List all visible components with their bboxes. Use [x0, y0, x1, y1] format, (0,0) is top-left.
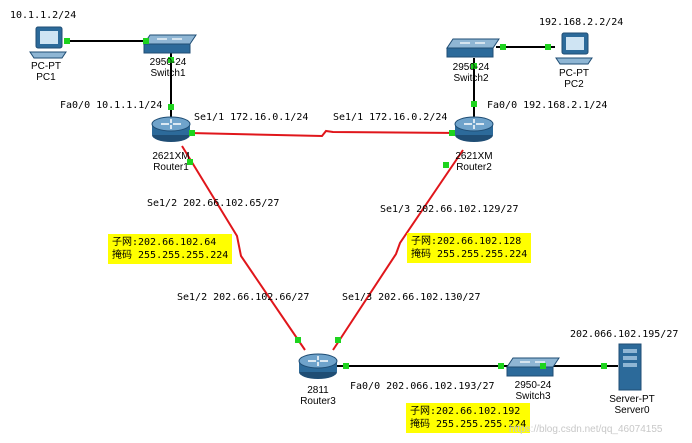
port-light — [449, 130, 455, 136]
port-light — [471, 101, 477, 107]
port-light — [168, 57, 174, 63]
router1-label: 2621XM Router1 — [145, 151, 197, 173]
router3-name: Router3 — [300, 396, 336, 407]
serial-router1-router3 — [181, 145, 306, 351]
switch3-name: Switch3 — [515, 391, 551, 402]
server0-type: Server-PT — [609, 394, 655, 405]
port-light — [168, 104, 174, 110]
port-light — [471, 63, 477, 69]
router1-se12-label: Se1/2 202.66.102.65/27 — [147, 198, 280, 209]
port-light — [443, 162, 449, 168]
router1-icon[interactable] — [151, 116, 191, 142]
subnet-note-2-subnet: 子网:202.66.102.128 — [411, 236, 522, 247]
switch1-label: 2950-24 Switch1 — [143, 57, 193, 79]
pc2-address-label: 192.168.2.2/24 — [539, 17, 624, 28]
server0-icon[interactable] — [618, 343, 642, 391]
server0-label: Server-PT Server0 — [604, 394, 660, 416]
serial-links — [181, 129, 464, 351]
router3-icon[interactable] — [298, 353, 338, 379]
router2-icon[interactable] — [454, 116, 494, 142]
router2-se11-label: Se1/1 172.16.0.2/24 — [333, 112, 448, 123]
switch2-icon[interactable] — [446, 38, 500, 58]
switch2-type: 2950-24 — [452, 62, 490, 73]
switch3-label: 2950-24 Switch3 — [505, 380, 561, 402]
port-light — [143, 38, 149, 44]
router2-fa00-label: Fa0/0 192.168.2.1/24 — [487, 100, 608, 111]
switch1-type: 2950-24 — [149, 57, 187, 68]
subnet-note-3-subnet: 子网:202.66.102.192 — [410, 406, 521, 417]
port-light — [500, 44, 506, 50]
router2-label: 2621XM Router2 — [448, 151, 500, 173]
pc1-type: PC-PT — [31, 61, 61, 72]
subnet-note-2: 子网:202.66.102.128 掩码 255.255.255.224 — [407, 233, 532, 263]
router3-fa00-label: Fa0/0 202.066.102.193/27 — [350, 381, 495, 392]
server0-address-label: 202.066.102.195/27 — [570, 329, 679, 340]
pc2-name: PC2 — [564, 79, 584, 90]
router2-name: Router2 — [456, 162, 492, 173]
port-light — [64, 38, 70, 44]
watermark: https://blog.csdn.net/qq_46074155 — [509, 424, 663, 435]
port-light — [189, 130, 195, 136]
router2-se13-label: Se1/3 202.66.102.129/27 — [380, 204, 519, 215]
switch1-name: Switch1 — [150, 68, 186, 79]
router1-name: Router1 — [153, 162, 189, 173]
router3-type: 2811 — [307, 385, 329, 396]
subnet-note-3-mask: 掩码 255.255.255.224 — [410, 419, 527, 430]
subnet-note-1: 子网:202.66.102.64 掩码 255.255.255.224 — [108, 234, 233, 264]
switch2-label: 2950-24 Switch2 — [446, 62, 496, 84]
router3-label: 2811 Router3 — [292, 385, 344, 407]
router1-type: 2621XM — [152, 151, 190, 162]
switch3-type: 2950-24 — [514, 380, 552, 391]
subnet-note-2-mask: 掩码 255.255.255.224 — [411, 249, 528, 260]
subnet-note-1-subnet: 子网:202.66.102.64 — [112, 237, 217, 248]
router1-se11-label: Se1/1 172.16.0.1/24 — [194, 112, 309, 123]
pc1-icon[interactable] — [29, 26, 67, 59]
port-light — [335, 337, 341, 343]
server0-name: Server0 — [614, 405, 650, 416]
router1-fa00-label: Fa0/0 10.1.1.1/24 — [60, 100, 163, 111]
serial-router1-router2 — [189, 129, 461, 138]
pc2-label: PC-PT PC2 — [548, 68, 600, 90]
port-light — [545, 44, 551, 50]
pc2-type: PC-PT — [559, 68, 589, 79]
router3-se12-label: Se1/2 202.66.102.66/27 — [177, 292, 310, 303]
switch2-name: Switch2 — [453, 73, 489, 84]
router3-se13-label: Se1/3 202.66.102.130/27 — [342, 292, 481, 303]
pc1-name: PC1 — [36, 72, 56, 83]
pc1-label: PC-PT PC1 — [22, 61, 70, 83]
port-light — [343, 363, 349, 369]
port-light — [540, 363, 546, 369]
port-lights — [64, 38, 607, 369]
subnet-note-3: 子网:202.66.102.192 掩码 255.255.255.224 — [406, 403, 531, 433]
subnet-note-1-mask: 掩码 255.255.255.224 — [112, 250, 229, 261]
switch1-icon[interactable] — [143, 34, 197, 54]
port-light — [295, 337, 301, 343]
serial-router2-router3 — [332, 149, 464, 351]
router2-type: 2621XM — [455, 151, 493, 162]
port-light — [601, 363, 607, 369]
port-light — [187, 159, 193, 165]
switch3-icon[interactable] — [506, 357, 560, 377]
port-light — [498, 363, 504, 369]
pc2-icon[interactable] — [555, 32, 593, 65]
pc1-address-label: 10.1.1.2/24 — [10, 10, 77, 21]
